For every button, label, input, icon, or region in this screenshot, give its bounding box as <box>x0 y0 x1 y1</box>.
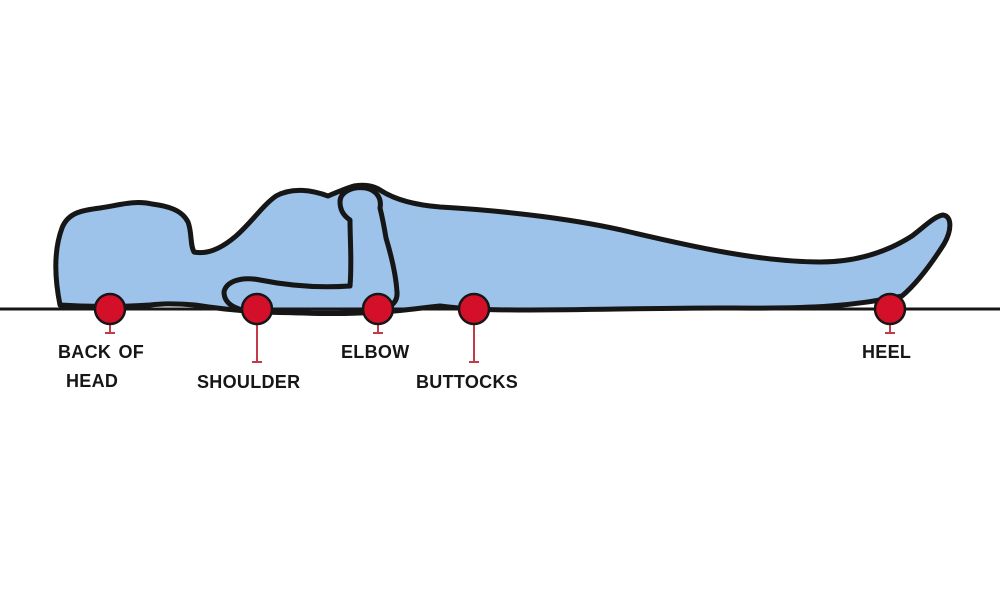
body-silhouette <box>53 182 953 316</box>
label-line: Shoulder <box>197 366 301 394</box>
label-line: Head <box>66 365 119 393</box>
label-line: Buttocks <box>416 366 519 394</box>
tick-marks <box>105 322 895 363</box>
label-elbow: Elbow <box>341 336 410 365</box>
pressure-point-heel <box>873 292 907 326</box>
label-buttocks: Buttocks <box>416 366 518 395</box>
label-line: Elbow <box>341 336 410 364</box>
arm-outline <box>221 185 400 316</box>
pressure-markers <box>93 292 907 326</box>
pressure-point-elbow <box>361 292 395 326</box>
label-line: Heel <box>862 336 912 364</box>
label-heel: Heel <box>862 336 911 365</box>
pressure-point-shoulder <box>240 292 274 326</box>
label-back-of-head: Back of Head <box>58 336 144 394</box>
pressure-point-head <box>93 292 127 326</box>
label-line: Back of <box>58 336 145 364</box>
pressure-point-buttocks <box>457 292 491 326</box>
label-shoulder: Shoulder <box>197 366 300 395</box>
